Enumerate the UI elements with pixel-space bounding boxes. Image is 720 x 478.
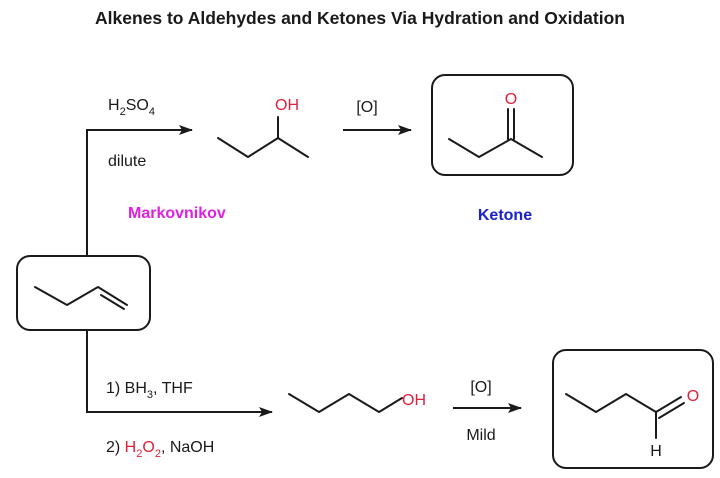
product-aldehyde: O H xyxy=(552,349,714,469)
aldehyde-box xyxy=(552,349,714,469)
ketone-box xyxy=(431,74,574,176)
aldehyde-skeleton xyxy=(565,393,657,413)
aldehyde-o-label: O xyxy=(687,388,699,405)
butanol-chain xyxy=(288,393,403,413)
oh-label: OH xyxy=(275,97,299,114)
markovnikov-label: Markovnikov xyxy=(128,205,226,222)
carbonyl-bond-b xyxy=(658,402,685,419)
ketone-o-label: O xyxy=(505,91,517,108)
aldehyde-h-label: H xyxy=(650,443,662,460)
ketone-skeleton xyxy=(448,138,543,158)
reagent-oxidant-top: [O] xyxy=(356,99,377,116)
page-title: Alkenes to Aldehydes and Ketones Via Hyd… xyxy=(95,8,625,28)
start-box xyxy=(16,255,151,331)
condition-mild: Mild xyxy=(466,427,495,444)
intermediate-1-butanol: OH xyxy=(288,392,426,413)
reagent-oxidant-bottom: [O] xyxy=(470,379,491,396)
condition-dilute: dilute xyxy=(108,153,146,170)
reagent-bh3-thf: 1) BH3, THF xyxy=(106,380,193,401)
double-bond-line xyxy=(100,294,125,310)
start-alkene xyxy=(16,255,151,331)
carbonyl-bond-a xyxy=(655,396,682,413)
oh-label-bottom: OH xyxy=(402,392,426,409)
ketone-caption: Ketone xyxy=(478,207,532,224)
butene-skeleton xyxy=(34,286,128,306)
butanol-skeleton xyxy=(217,137,309,158)
reagent-h2o2-naoh: 2) H2O2, NaOH xyxy=(106,439,214,460)
intermediate-2-butanol: OH xyxy=(217,97,309,158)
reagent-h2so4: H2SO4 xyxy=(108,97,155,118)
product-ketone: O xyxy=(431,74,574,176)
